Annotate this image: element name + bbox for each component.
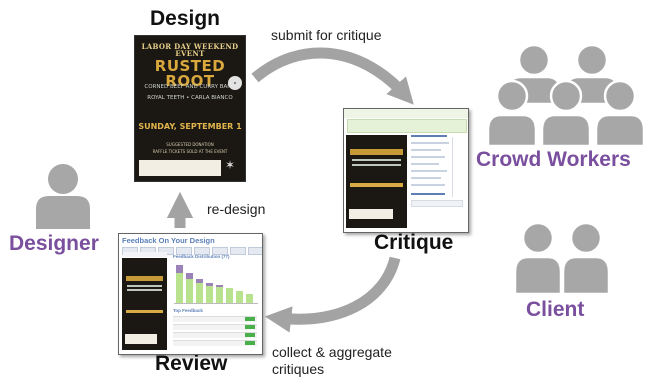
- poster-support-2: ROYAL TEETH • CARLA BIANCO: [147, 95, 233, 101]
- poster-footer: [139, 160, 221, 176]
- feedback-row-4: [173, 340, 257, 346]
- review-screenshot: Feedback On Your Design Feedback Distrib…: [118, 233, 263, 355]
- feedback-bar-1: [176, 265, 183, 303]
- design-poster: LABOR DAY WEEKEND EVENT RUSTED ROOT CORN…: [134, 35, 246, 182]
- submit-label: submit for critique: [271, 27, 382, 43]
- designer-person-icon: [36, 164, 90, 229]
- feedback-bar-5: [216, 285, 223, 303]
- collect-label-line2: critiques: [272, 361, 325, 377]
- poster-donation: SUGGESTED DONATION: [166, 142, 214, 147]
- feedback-bar-4: [206, 283, 213, 303]
- bird-logo-icon: ✶: [225, 158, 236, 172]
- collect-label-line1: collect & aggregate: [272, 344, 392, 360]
- feedback-bar-6: [226, 288, 233, 303]
- poster-headliner: RUSTED ROOT: [154, 57, 226, 90]
- client-group-icon: [513, 222, 611, 294]
- client-label: Client: [526, 298, 585, 321]
- redesign-label: re-design: [207, 201, 266, 217]
- critique-instruction-box: [347, 119, 467, 133]
- review-chart-title: Feedback Distribution (77): [173, 254, 230, 259]
- poster-support-1: CORNED BEEF AND CURRY BAND: [144, 84, 236, 90]
- review-screen-title: Feedback On Your Design: [122, 236, 215, 245]
- design-title: Design: [150, 7, 221, 30]
- feedback-row-3-badge: [245, 333, 255, 337]
- feedback-row-4-badge: [245, 341, 255, 345]
- critique-screenshot: [343, 108, 469, 233]
- feedback-bar-3: [196, 279, 203, 303]
- poster-badge-icon: ★: [228, 76, 242, 90]
- feedback-bar-7: [236, 291, 243, 303]
- critique-header-bar: [344, 109, 468, 118]
- review-poster-thumb: [122, 258, 167, 350]
- feedback-row-1-badge: [245, 317, 255, 321]
- crowd-workers-group-icon: [486, 44, 646, 146]
- poster-event: LABOR DAY WEEKEND EVENT: [141, 42, 239, 58]
- feedback-row-1: [173, 316, 257, 322]
- feedback-bar-2: [186, 273, 193, 303]
- feedback-row-2-badge: [245, 325, 255, 329]
- critique-title: Critique: [374, 231, 454, 254]
- critique-poster-thumb: [346, 135, 407, 228]
- crowd-workers-label: Crowd Workers: [476, 148, 631, 171]
- feedback-row-3: [173, 332, 257, 338]
- collect-arrow: [264, 256, 401, 333]
- review-title: Review: [155, 352, 228, 375]
- designer-label: Designer: [9, 232, 99, 255]
- feedback-row-2: [173, 324, 257, 330]
- review-top-feedback: Top Feedback: [173, 308, 203, 313]
- poster-raffle: RAFFLE TICKETS SOLD AT THE EVENT: [152, 149, 228, 154]
- review-tabs: [122, 247, 262, 255]
- feedback-bar-8: [246, 294, 253, 303]
- submit-arrow: [251, 47, 414, 105]
- feedback-chart: [174, 263, 258, 304]
- poster-date: SUNDAY, SEPTEMBER 1: [138, 122, 242, 131]
